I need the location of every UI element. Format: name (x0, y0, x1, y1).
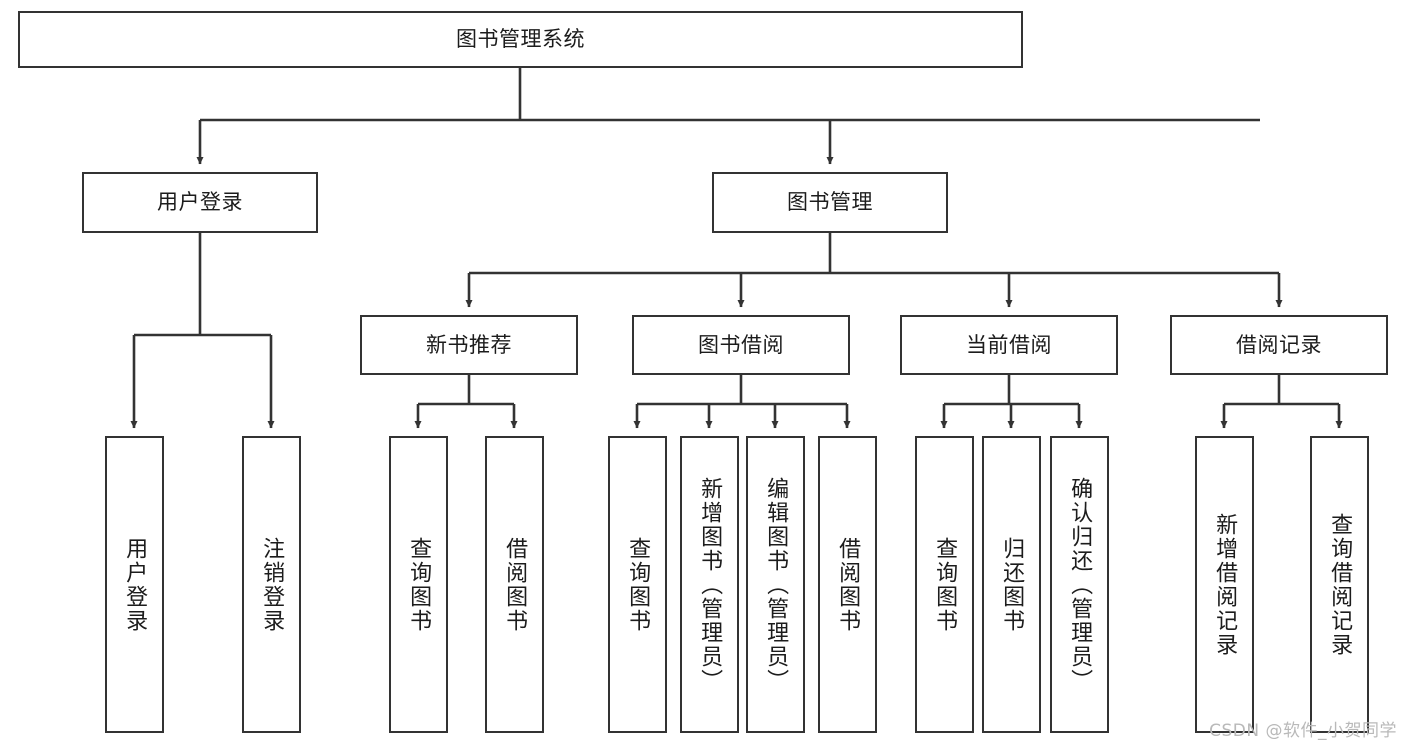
node-leaf-borrow-book-label: 借阅图书 (835, 536, 861, 633)
node-leaf-query-borrow-record-label: 查询借阅记录 (1327, 512, 1353, 657)
node-leaf-borrow-book-recommend[interactable]: 借阅图书 (485, 436, 544, 733)
node-new-book-recommend[interactable]: 新书推荐 (360, 315, 578, 375)
node-book-manage[interactable]: 图书管理 (712, 172, 948, 233)
node-leaf-query-book-current-label: 查询图书 (932, 536, 958, 633)
node-user-login[interactable]: 用户登录 (82, 172, 318, 233)
node-leaf-logout-login-label: 注销登录 (259, 536, 285, 633)
node-leaf-query-book-current[interactable]: 查询图书 (915, 436, 974, 733)
node-leaf-query-book-recommend-label: 查询图书 (406, 536, 432, 633)
node-leaf-return-book[interactable]: 归还图书 (982, 436, 1041, 733)
node-book-manage-label: 图书管理 (787, 190, 873, 215)
node-leaf-add-borrow-record-label: 新增借阅记录 (1212, 512, 1238, 657)
node-leaf-confirm-return-admin[interactable]: 确认归还（管理员） (1050, 436, 1109, 733)
node-leaf-query-book-recommend[interactable]: 查询图书 (389, 436, 448, 733)
node-leaf-confirm-return-admin-label: 确认归还（管理员） (1067, 476, 1093, 693)
node-borrow-record[interactable]: 借阅记录 (1170, 315, 1388, 375)
node-root[interactable]: 图书管理系统 (18, 11, 1023, 68)
node-new-book-recommend-label: 新书推荐 (426, 332, 512, 357)
node-current-borrow-label: 当前借阅 (966, 332, 1052, 357)
node-leaf-user-login-label: 用户登录 (122, 536, 148, 633)
node-leaf-add-borrow-record[interactable]: 新增借阅记录 (1195, 436, 1254, 733)
node-leaf-return-book-label: 归还图书 (999, 536, 1025, 633)
node-leaf-edit-book-admin-label: 编辑图书（管理员） (763, 476, 789, 693)
node-borrow-record-label: 借阅记录 (1236, 332, 1322, 357)
node-book-borrow[interactable]: 图书借阅 (632, 315, 850, 375)
node-leaf-query-borrow-record[interactable]: 查询借阅记录 (1310, 436, 1369, 733)
node-leaf-logout-login[interactable]: 注销登录 (242, 436, 301, 733)
node-leaf-borrow-book[interactable]: 借阅图书 (818, 436, 877, 733)
node-user-login-label: 用户登录 (157, 190, 243, 215)
node-leaf-user-login[interactable]: 用户登录 (105, 436, 164, 733)
node-leaf-query-book-borrow-label: 查询图书 (625, 536, 651, 633)
node-leaf-add-book-admin[interactable]: 新增图书（管理员） (680, 436, 739, 733)
node-leaf-add-book-admin-label: 新增图书（管理员） (697, 476, 723, 693)
node-current-borrow[interactable]: 当前借阅 (900, 315, 1118, 375)
node-leaf-query-book-borrow[interactable]: 查询图书 (608, 436, 667, 733)
node-book-borrow-label: 图书借阅 (698, 332, 784, 357)
node-leaf-borrow-book-recommend-label: 借阅图书 (502, 536, 528, 633)
node-root-label: 图书管理系统 (456, 27, 585, 52)
node-leaf-edit-book-admin[interactable]: 编辑图书（管理员） (746, 436, 805, 733)
csdn-watermark: CSDN @软件_小贺同学 (1209, 721, 1397, 741)
